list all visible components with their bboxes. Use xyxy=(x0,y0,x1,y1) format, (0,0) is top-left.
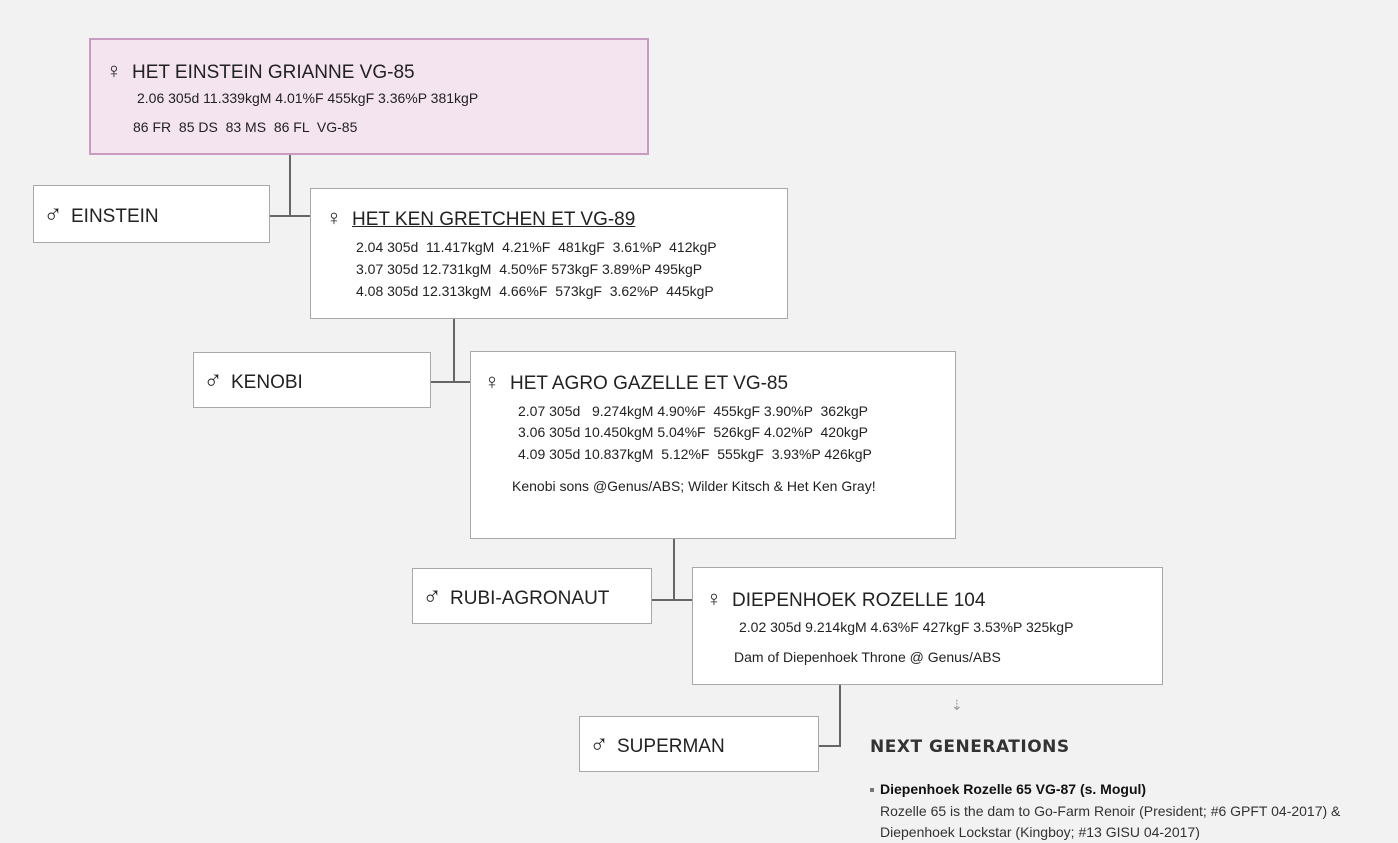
male-icon: ♂ xyxy=(203,364,223,394)
sire-name: RUBI-AGRONAUT xyxy=(450,588,610,609)
down-arrow-icon: ⇣ xyxy=(951,697,963,713)
male-icon: ♂ xyxy=(43,198,63,228)
sire-title: ♂ SUPERMAN xyxy=(589,728,725,758)
connector-line xyxy=(673,538,675,600)
female-icon: ♀ xyxy=(105,58,123,83)
dam-card-gretchen[interactable]: ♀ HET KEN GRETCHEN ET VG-89 2.04 305d 11.… xyxy=(310,188,788,319)
connector-line xyxy=(839,684,841,746)
male-icon: ♂ xyxy=(589,728,609,758)
connector-line xyxy=(818,745,841,747)
dam-name: HET EINSTEIN GRIANNE VG-85 xyxy=(132,62,415,83)
connector-line xyxy=(453,318,455,382)
dam-card-rozelle-104[interactable]: ♀ DIEPENHOEK ROZELLE 104 2.02 305d 9.214k… xyxy=(692,567,1163,685)
connector-line xyxy=(431,381,471,383)
female-icon: ♀ xyxy=(325,205,343,230)
sire-title: ♂ EINSTEIN xyxy=(43,198,159,228)
sire-title: ♂ KENOBI xyxy=(203,364,303,394)
connector-line xyxy=(651,599,693,601)
lactation-record: 4.08 305d 12.313kgM 4.66%F 573kgF 3.62%P… xyxy=(356,283,714,299)
connector-line xyxy=(289,154,291,216)
lactation-record: 3.06 305d 10.450kgM 5.04%F 526kgF 4.02%P… xyxy=(518,424,868,440)
female-icon: ♀ xyxy=(483,369,501,394)
next-generations-heading: NEXT GENERATIONS xyxy=(870,737,1070,757)
dam-title: ♀ HET AGRO GAZELLE ET VG-85 xyxy=(482,369,788,395)
connector-line xyxy=(269,215,311,217)
sire-name: KENOBI xyxy=(231,372,303,393)
dam-card-gazelle[interactable]: ♀ HET AGRO GAZELLE ET VG-85 2.07 305d 9.2… xyxy=(470,351,956,539)
sire-card-kenobi[interactable]: ♂ KENOBI xyxy=(193,352,431,408)
sire-card-superman[interactable]: ♂ SUPERMAN xyxy=(579,716,819,772)
lactation-record: 2.06 305d 11.339kgM 4.01%F 455kgF 3.36%P… xyxy=(137,90,479,106)
dam-title[interactable]: ♀ HET KEN GRETCHEN ET VG-89 xyxy=(324,205,636,231)
sire-name: EINSTEIN xyxy=(71,206,159,227)
dam-name-link[interactable]: HET KEN GRETCHEN ET VG-89 xyxy=(352,209,636,230)
lactation-record: 2.04 305d 11.417kgM 4.21%F 481kgF 3.61%P… xyxy=(356,239,717,255)
sire-card-einstein[interactable]: ♂ EINSTEIN xyxy=(33,185,270,243)
dam-title: ♀ DIEPENHOEK ROZELLE 104 xyxy=(704,586,986,612)
lactation-record: 3.07 305d 12.731kgM 4.50%F 573kgF 3.89%P… xyxy=(356,261,703,277)
classification-scores: 86 FR 85 DS 83 MS 86 FL VG-85 xyxy=(133,119,358,135)
dam-title: ♀ HET EINSTEIN GRIANNE VG-85 xyxy=(104,58,415,84)
bullet-icon xyxy=(870,788,874,792)
lactation-record: 4.09 305d 10.837kgM 5.12%F 555kgF 3.93%P… xyxy=(518,446,872,462)
lactation-record: 2.02 305d 9.214kgM 4.63%F 427kgF 3.53%P … xyxy=(739,619,1074,635)
dam-note: Dam of Diepenhoek Throne @ Genus/ABS xyxy=(734,649,1001,665)
dam-note: Kenobi sons @Genus/ABS; Wilder Kitsch & … xyxy=(512,478,876,494)
male-icon: ♂ xyxy=(422,580,442,610)
sire-title: ♂ RUBI-AGRONAUT xyxy=(422,580,610,610)
next-generation-name: Diepenhoek Rozelle 65 VG-87 (s. Mogul) xyxy=(880,781,1147,797)
dam-name: HET AGRO GAZELLE ET VG-85 xyxy=(510,373,789,394)
sire-card-rubi-agronaut[interactable]: ♂ RUBI-AGRONAUT xyxy=(412,568,652,624)
dam-name: DIEPENHOEK ROZELLE 104 xyxy=(732,590,986,611)
lactation-record: 2.07 305d 9.274kgM 4.90%F 455kgF 3.90%P … xyxy=(518,403,868,419)
next-generation-description: Rozelle 65 is the dam to Go-Farm Renoir … xyxy=(880,803,1341,840)
female-icon: ♀ xyxy=(705,586,723,611)
dam-card-grianne[interactable]: ♀ HET EINSTEIN GRIANNE VG-85 2.06 305d 11… xyxy=(89,38,649,155)
sire-name: SUPERMAN xyxy=(617,736,725,757)
